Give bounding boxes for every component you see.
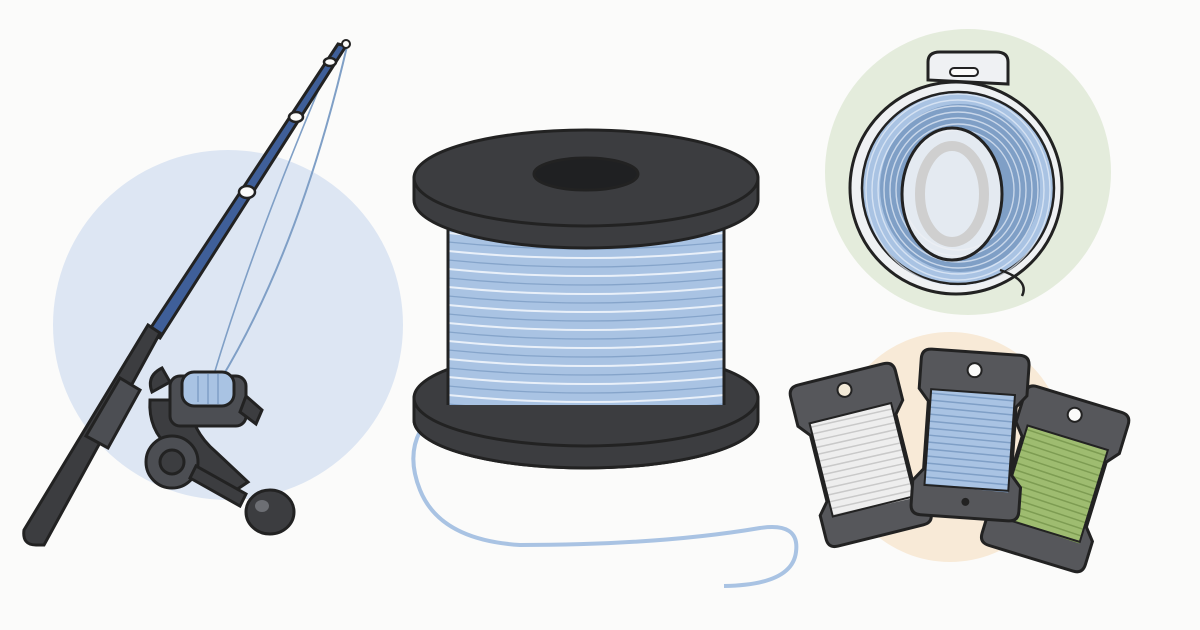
winder-cards-icon xyxy=(788,347,1131,574)
fishing-rod-icon xyxy=(22,39,351,547)
line-spool-icon xyxy=(411,128,799,588)
background-circle-blue xyxy=(53,150,403,500)
spinning-reel-icon xyxy=(144,366,296,536)
winder-card-white xyxy=(788,361,933,549)
winder-card-blue xyxy=(909,347,1031,523)
line-pack-icon xyxy=(848,50,1064,297)
